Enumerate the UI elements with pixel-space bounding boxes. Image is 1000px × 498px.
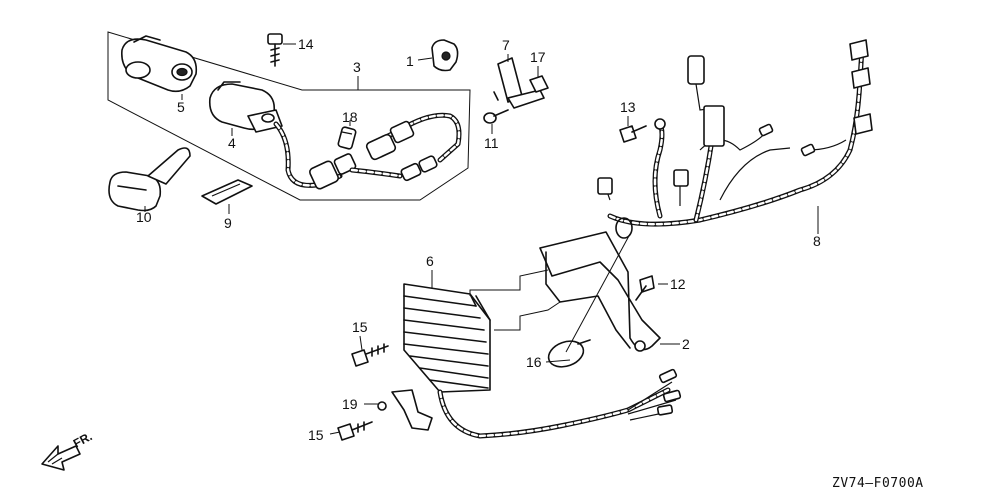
callout-16: 16 [526,354,542,370]
callout-17: 17 [530,49,546,65]
callout-9: 9 [224,215,232,231]
part-4-switch-unit [208,81,283,133]
part-19-bracket [377,389,433,431]
callout-1: 1 [406,53,414,69]
callout-7: 7 [502,37,510,53]
part-18-fuse [337,126,357,150]
part-7-bracket [493,57,545,109]
part-8-main-harness [597,39,873,239]
part-17-clip [529,75,549,93]
assembly-outline-regulator [469,269,561,331]
part-13-bolt [619,125,647,143]
callout-8: 8 [813,233,821,249]
part-12-bolt [635,275,655,301]
callout-11: 11 [484,135,499,151]
callout-3: 3 [353,59,361,75]
callout-19: 19 [342,396,358,412]
part-15-bolt-lower [337,421,373,441]
part-6-regulator [403,283,491,393]
part-5-switch-housing [121,35,198,93]
part-2-bracket [539,231,661,352]
callout-12: 12 [670,276,686,292]
callout-15-upper: 15 [352,319,368,335]
diagram-code: ZV74—F0700A [832,476,924,491]
assembly-outline-group-3 [107,31,471,201]
callout-2: 2 [682,336,690,352]
part-14-bolt [267,33,283,67]
callout-4: 4 [228,135,236,151]
callout-10: 10 [136,209,152,225]
part-11-screw [483,109,509,124]
part-15-bolt-upper [351,343,389,367]
part-3-sub-harness [273,112,462,190]
part-10-cover [108,147,191,212]
callout-18: 18 [342,109,358,125]
callout-13: 13 [620,99,636,115]
leader-lines [144,43,819,435]
callout-15-lower: 15 [308,427,324,443]
callout-6: 6 [426,253,434,269]
callout-5: 5 [177,99,185,115]
callout-14: 14 [298,36,314,52]
part-16-band [547,339,591,368]
front-direction-arrow-icon [41,445,81,471]
regulator-leads [437,368,682,439]
part-1-clip [431,39,459,72]
part-9-label [201,179,253,205]
